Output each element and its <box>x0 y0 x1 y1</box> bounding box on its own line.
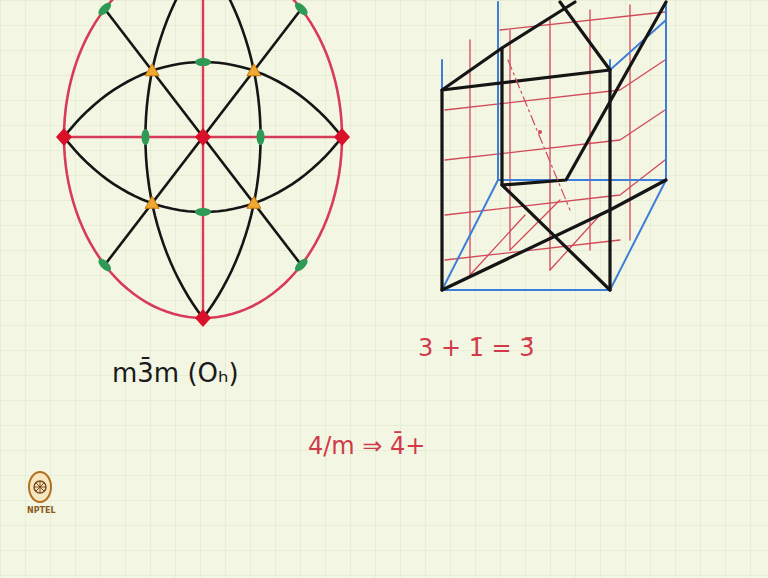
stereogram <box>56 0 350 327</box>
twofold-symbol <box>141 129 149 145</box>
twofold-symbol <box>293 1 310 18</box>
body-diagonal <box>508 60 570 210</box>
centre-dot <box>538 130 542 134</box>
twofold-symbol <box>293 257 310 274</box>
twofold-symbol <box>96 1 113 18</box>
equation-note: 4/m ⇒ 4̄+ <box>308 432 425 460</box>
fourfold-symbol <box>334 128 350 146</box>
box-outline <box>442 2 666 290</box>
fourfold-symbol <box>56 128 72 146</box>
threefold-symbol <box>145 196 159 208</box>
cube-section <box>442 2 666 290</box>
fourfold-symbol <box>195 128 211 146</box>
threefold-symbol <box>247 196 261 208</box>
fourfold-symbol <box>195 309 211 327</box>
primitive-circle <box>64 0 342 318</box>
logo-text: NPTEL <box>27 506 56 515</box>
threefold-symbol <box>145 64 159 76</box>
twofold-symbol <box>257 129 265 145</box>
cube-mirror <box>202 0 204 318</box>
twofold-symbol <box>96 257 113 274</box>
threefold-symbol <box>247 64 261 76</box>
equation-note: 3 + 1̄ = 3̄ <box>418 334 535 362</box>
point-group-label: m3̄m (Oₕ) <box>112 358 239 388</box>
twofold-symbol <box>195 58 211 66</box>
nptel-logo <box>29 472 51 502</box>
great-circle <box>145 0 203 318</box>
twofold-symbol <box>195 208 211 216</box>
great-circle <box>203 0 261 318</box>
cube-sketch <box>442 2 666 290</box>
